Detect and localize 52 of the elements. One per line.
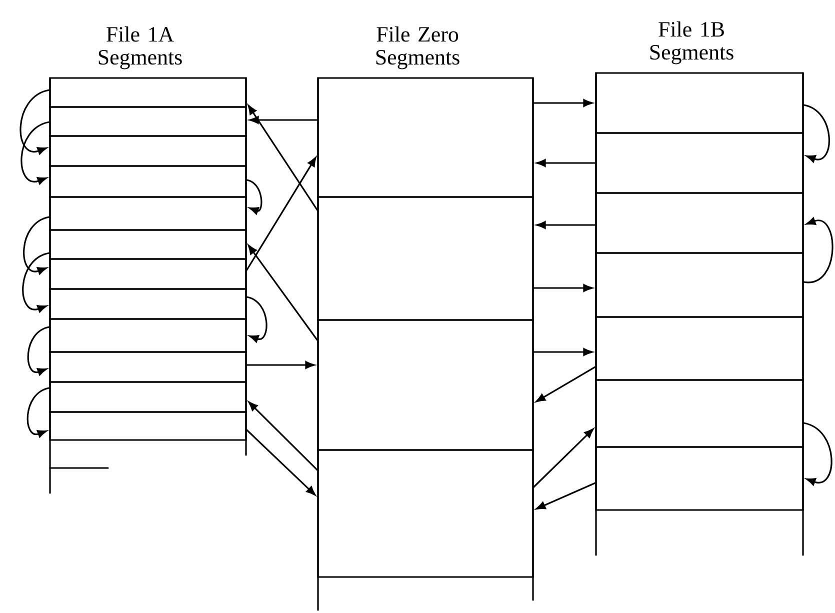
arrow	[22, 252, 50, 313]
file-column: File 1B Segments	[595, 21, 804, 556]
arrow	[536, 221, 596, 229]
arrow	[249, 116, 318, 124]
segment-box	[595, 132, 804, 194]
arrow	[533, 284, 593, 292]
segment-box	[595, 446, 804, 511]
arrow	[248, 244, 318, 341]
arrow	[803, 217, 834, 283]
segment-box	[49, 106, 247, 137]
segment-box	[317, 196, 534, 321]
segment-box	[49, 135, 247, 167]
segment-box	[49, 258, 247, 290]
arrow	[533, 428, 594, 488]
segment-box	[49, 196, 247, 231]
segment-box	[49, 77, 247, 108]
segment-box	[49, 381, 247, 413]
segment-box	[317, 77, 534, 198]
arrow	[246, 179, 262, 215]
arrow	[248, 402, 318, 471]
arrow	[536, 366, 596, 402]
segment-box	[49, 411, 247, 441]
arrow	[26, 387, 50, 438]
arrow	[533, 348, 593, 356]
arrow	[27, 326, 50, 376]
segment-box	[49, 288, 247, 320]
segment-box	[595, 252, 804, 318]
arrow	[248, 104, 318, 211]
arrow	[536, 159, 596, 167]
segment-box	[49, 318, 247, 353]
file-column: File 1A Segments	[49, 26, 247, 494]
arrow	[246, 429, 316, 496]
segment-box	[317, 319, 534, 451]
arrow	[536, 482, 596, 510]
segment-box	[317, 449, 534, 578]
segment-box	[49, 229, 247, 260]
arrow	[533, 99, 593, 107]
arrow	[20, 89, 50, 155]
arrow	[246, 296, 268, 343]
arrow	[23, 216, 50, 275]
segment-box	[595, 316, 804, 381]
segment-box	[49, 165, 247, 198]
arrow	[246, 157, 316, 271]
segment-box	[595, 379, 804, 448]
arrow	[246, 361, 315, 369]
file-column: File Zero Segments	[317, 26, 534, 611]
arrow	[20, 121, 50, 185]
segment-box	[595, 72, 804, 134]
arrow	[803, 422, 832, 486]
arrow	[803, 104, 830, 163]
segment-box	[595, 192, 804, 254]
segment-box	[49, 351, 247, 383]
